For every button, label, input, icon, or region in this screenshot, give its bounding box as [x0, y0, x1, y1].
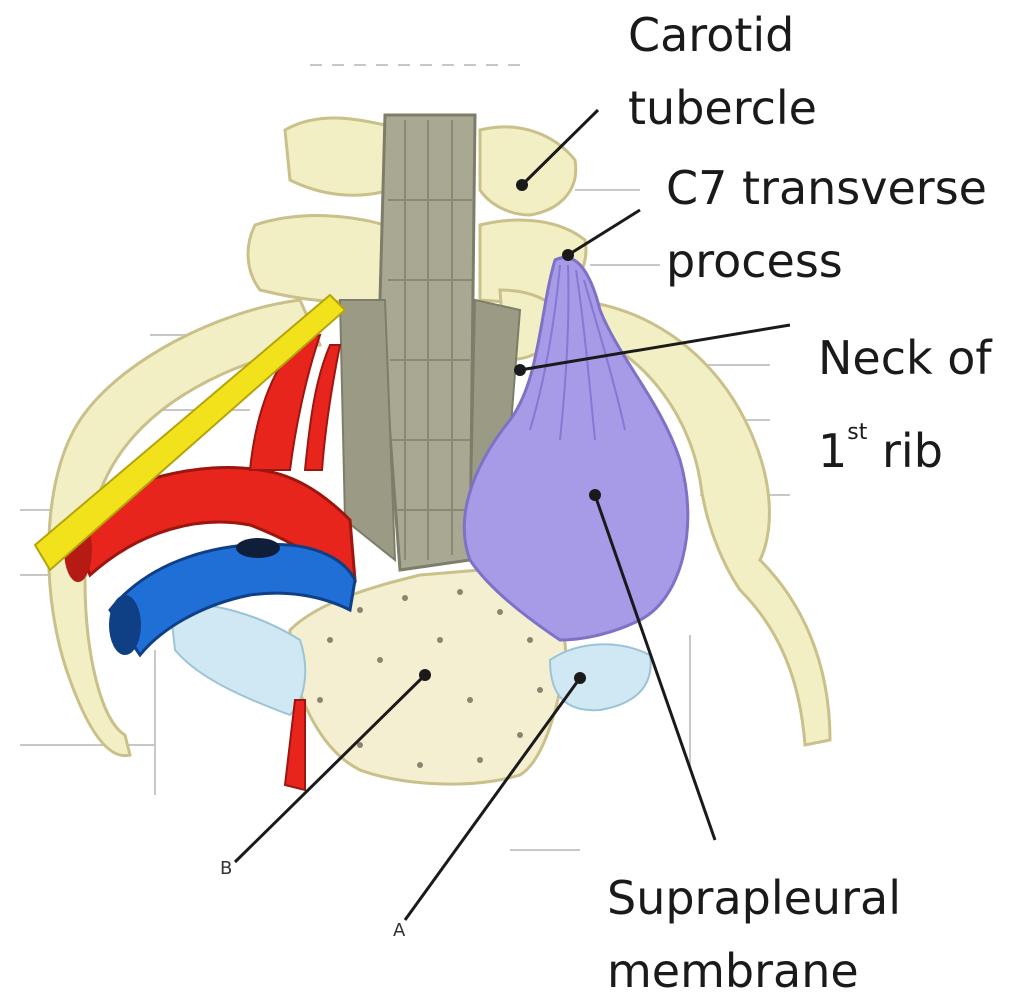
label-c7-transverse-line2: process	[666, 238, 843, 284]
label-carotid-tubercle-line2: tubercle	[628, 85, 817, 131]
rib-word: rib	[882, 424, 943, 478]
membrane-wing-left	[170, 604, 305, 715]
label-neck-of-rib-line2: 1st rib	[818, 428, 943, 474]
rib-number: 1	[818, 424, 847, 478]
label-letter-a: A	[393, 920, 405, 941]
rib-ordinal-suffix: st	[847, 420, 867, 445]
label-suprapleural-line1: Suprapleural	[607, 875, 901, 921]
label-letter-b: B	[220, 858, 232, 879]
label-suprapleural-line2: membrane	[607, 948, 859, 994]
label-neck-of-rib-line1: Neck of	[818, 335, 992, 381]
label-carotid-tubercle-line1: Carotid	[628, 12, 794, 58]
label-c7-transverse-line1: C7 transverse	[666, 165, 987, 211]
